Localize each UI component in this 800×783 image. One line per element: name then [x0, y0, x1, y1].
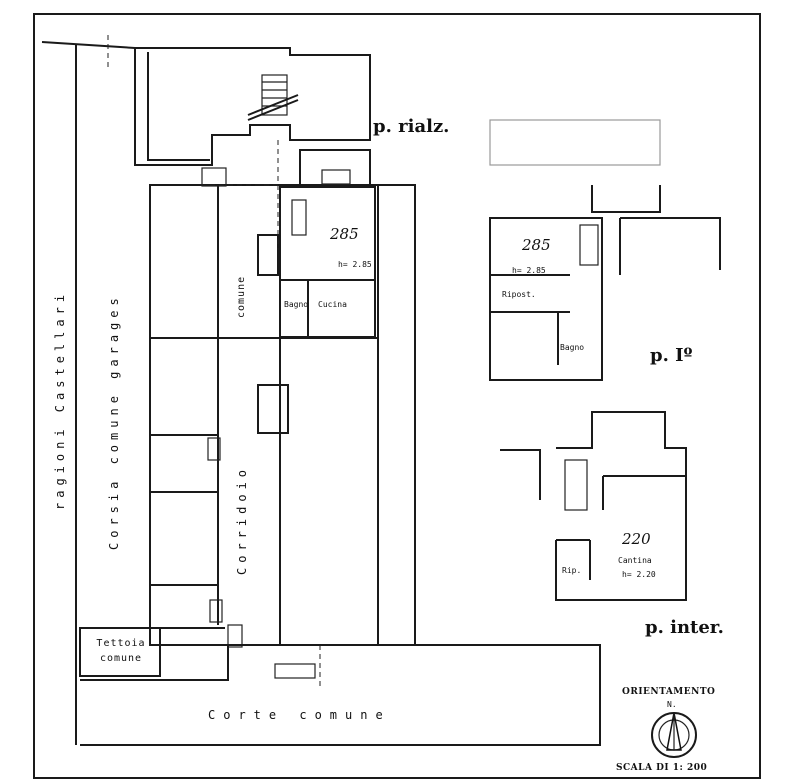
street-line	[41, 41, 136, 49]
north-label: N.	[667, 700, 677, 709]
ground-bath-label: Bagno	[284, 300, 309, 309]
top-stairs	[261, 74, 288, 116]
ground-height-label: h= 2.85	[338, 260, 372, 269]
ground-apartment	[279, 186, 376, 338]
corridor-label-1: comune	[236, 275, 247, 318]
ground-area-label: 285	[330, 225, 359, 243]
corridor-label-2: Corridoio	[235, 464, 249, 575]
north-compass	[651, 712, 697, 758]
cellar-area-label: 220	[622, 530, 651, 548]
floor-label-ground: p. rialz.	[373, 116, 450, 137]
shed-outline	[79, 627, 161, 677]
sheet-border	[33, 13, 761, 779]
orientation-label: ORIENTAMENTO	[622, 687, 716, 697]
first-storage-label: Ripost.	[502, 290, 536, 299]
floor-label-first: p. Iº	[650, 345, 693, 366]
first-bath-label: Bagno	[560, 343, 585, 352]
courtyard-label: Corte comune	[208, 708, 391, 722]
scale-label: SCALA DI 1: 200	[616, 763, 708, 773]
ground-stairs	[291, 199, 307, 236]
first-floor-outline	[489, 217, 603, 381]
courtyard-outline	[80, 644, 601, 746]
cellar-name-label: Cantina	[618, 556, 652, 565]
cellar-storage-label: Rip.	[562, 566, 582, 575]
shed-label: Tettoia comune	[96, 638, 146, 664]
top-building	[134, 47, 371, 166]
first-area-label: 285	[522, 236, 551, 254]
basement-outline	[555, 411, 687, 601]
floor-label-basement: p. inter.	[645, 617, 724, 638]
first-height-label: h= 2.85	[512, 266, 546, 275]
ground-kitchen-label: Cucina	[318, 300, 347, 309]
cellar-height-label: h= 2.20	[622, 570, 656, 579]
garages-corridor-label: Corsia comune garages	[107, 293, 121, 550]
street-label: ragioni Castellari	[53, 289, 67, 510]
